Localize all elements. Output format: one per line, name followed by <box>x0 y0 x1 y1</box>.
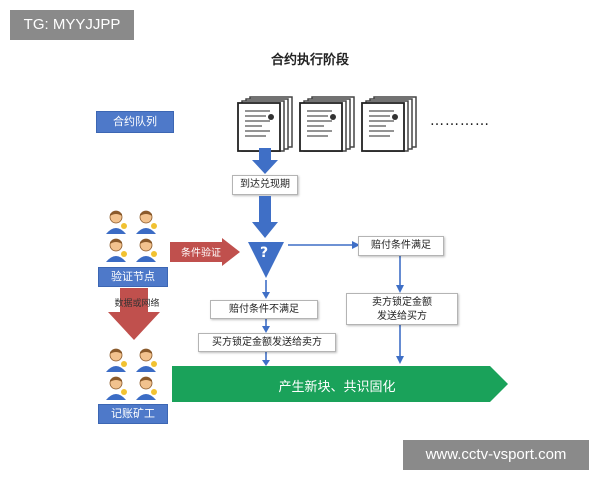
document-stack-icon-2 <box>298 95 358 157</box>
watermark-bottom-right: www.cctv-vsport.com <box>403 440 589 470</box>
green-band-arrow <box>172 366 510 406</box>
contract-queue-label: 合约队列 <box>96 111 174 133</box>
decision-funnel-icon <box>246 240 286 284</box>
down-arrow-icon-1 <box>252 148 278 178</box>
condition-verify-label: 条件验证 <box>181 248 221 259</box>
document-stack-icon-1 <box>236 95 296 157</box>
decision-question-mark: ? <box>260 245 269 261</box>
down-arrow-icon-2 <box>252 196 278 242</box>
more-documents-ellipsis: ………… <box>430 113 490 129</box>
seller-lock-box: 卖方锁定金额 发送给买方 <box>346 293 458 325</box>
arrival-box: 到达兑现期 <box>232 175 298 195</box>
seller-lock-box-line1: 卖方锁定金额 <box>372 297 432 308</box>
watermark-top-left: TG: MYYJJPP <box>10 10 134 40</box>
document-stack-icon-3 <box>360 95 420 157</box>
broadcast-label: 数据或网络 <box>114 299 160 309</box>
condition-met-box: 赔付条件满足 <box>358 236 444 256</box>
diagram-title: 合约执行阶段 <box>270 53 349 68</box>
miner-label: 记账矿工 <box>98 404 168 424</box>
verify-node-label: 验证节点 <box>98 267 168 287</box>
condition-verify-arrow <box>170 238 240 270</box>
miner-people-icon <box>102 346 166 408</box>
green-band-text: 产生新块、共识固化 <box>278 380 396 395</box>
condition-not-met-box: 赔付条件不满足 <box>210 300 318 319</box>
broadcast-down-arrow <box>108 288 160 344</box>
seller-lock-box-line2: 发送给买方 <box>377 311 427 322</box>
verify-nodes-people-icon <box>102 208 166 270</box>
buyer-lock-box: 买方锁定金额发送给卖方 <box>198 333 336 352</box>
